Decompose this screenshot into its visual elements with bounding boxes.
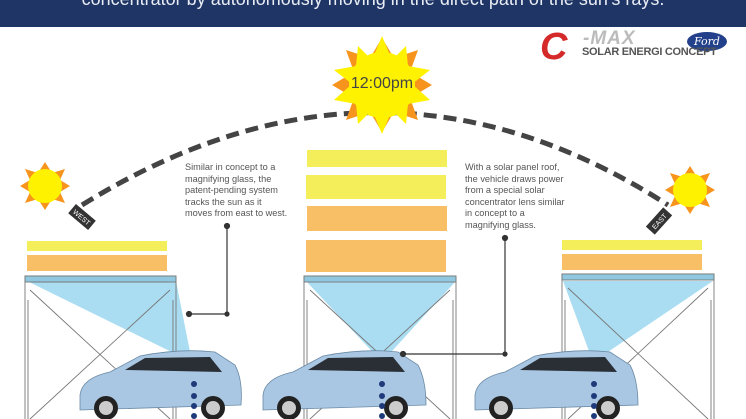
sun-icon-noon [332,36,432,134]
car-left [79,350,242,419]
callout-text-left: Similar in concept to a magnifying glass… [185,162,288,218]
light-band-orange [27,255,167,271]
car-right [474,350,639,419]
ford-logo: Ford [687,32,727,51]
light-band-yellow [307,150,447,167]
light-band-yellow [562,240,702,250]
focal-dots [191,381,597,419]
east-tag: EAST [645,207,673,235]
sun-path-arc [80,110,670,208]
sun-icon-east [665,166,715,214]
light-beam-center [306,281,456,362]
callout-leader-left [185,222,231,318]
logo-max: -MAX [583,28,636,49]
concentrator-frame-right [561,273,715,419]
callout-text-right: With a solar panel roof, the vehicle dra… [465,162,565,230]
light-band-yellow [27,241,167,251]
light-band-yellow [306,175,446,199]
callout-leader-right [399,234,509,358]
header-banner: concentrator by autonomously moving in t… [0,0,746,27]
sun-icon-west [20,162,70,210]
logo-c: C [540,26,568,68]
logo-subtitle: SOLAR ENERGI CONCEPT [582,46,717,58]
west-tag: WEST [68,204,96,230]
light-band-orange [306,240,446,272]
car-center [262,350,427,419]
noon-time-label: 12:00pm [350,75,414,92]
light-beam-left [27,281,192,362]
header-text: concentrator by autonomously moving in t… [0,0,746,10]
light-band-orange [562,254,702,270]
light-beam-right [563,281,713,362]
concentrator-frame-left [24,275,177,419]
light-band-orange [307,206,447,231]
